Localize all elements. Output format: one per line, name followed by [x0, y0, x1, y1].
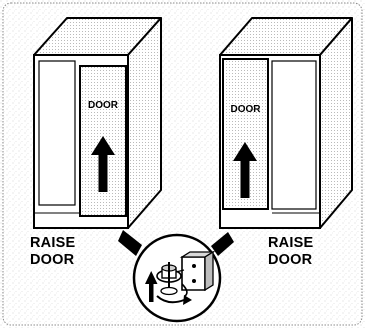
left-fridge-side — [128, 18, 161, 228]
left-door-label: DOOR — [88, 100, 119, 111]
right-fridge-other-door — [272, 61, 316, 209]
left-refrigerator: DOOR — [34, 18, 161, 228]
right-caption-line2: DOOR — [268, 252, 313, 268]
right-refrigerator: DOOR — [220, 18, 352, 228]
right-door-label: DOOR — [231, 104, 262, 115]
left-caption-line1: RAISE — [30, 235, 75, 251]
right-caption-line1: RAISE — [268, 235, 313, 251]
left-caption-line2: DOOR — [30, 252, 75, 268]
hinge-detail — [134, 235, 220, 321]
left-fridge-freezer-door — [39, 61, 75, 205]
right-fridge-side — [320, 18, 352, 228]
